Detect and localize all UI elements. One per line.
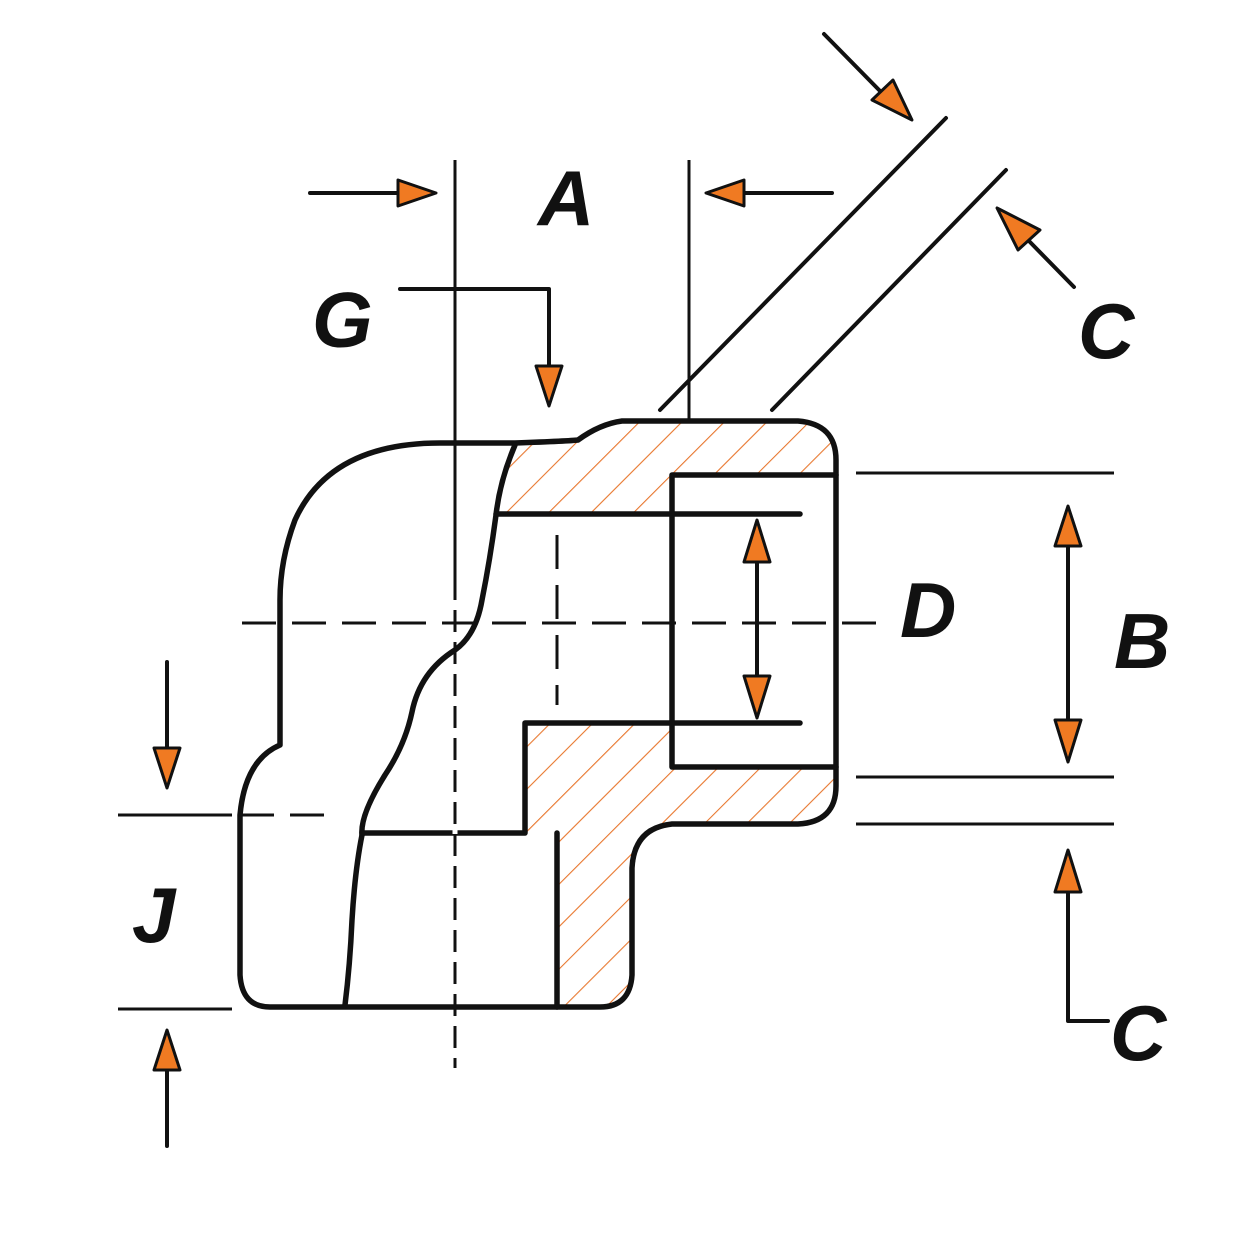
dimension-b: B xyxy=(856,471,1170,779)
right-socket xyxy=(669,472,839,770)
dimension-c-top: C xyxy=(658,32,1136,412)
centerlines xyxy=(240,160,880,1068)
dim-g-arrow-icon xyxy=(534,364,564,408)
dim-c-top-label: C xyxy=(1078,287,1136,375)
dim-a-label: A xyxy=(536,154,594,242)
dim-b-arrow-up-icon xyxy=(1053,504,1083,548)
inner-curve-lower xyxy=(342,832,365,1008)
hatched-section xyxy=(500,421,836,1007)
dim-g-label: G xyxy=(312,276,373,364)
dimension-c-bottom: C xyxy=(856,822,1168,1077)
dim-c-bottom-arrow-icon xyxy=(1053,848,1083,894)
dimension-j: J xyxy=(118,660,232,1148)
dim-j-arrow-bottom-icon xyxy=(152,1028,182,1072)
dim-a-arrow-right-icon xyxy=(704,178,746,208)
dim-j-arrow-top-icon xyxy=(152,746,182,790)
hatch-lower-wall xyxy=(525,723,672,1007)
elbow-outline xyxy=(237,418,839,1010)
dim-c-top-ext-1 xyxy=(658,116,948,412)
dim-d-arrow-up-icon xyxy=(742,518,772,564)
dim-d-label: D xyxy=(900,566,956,654)
dim-c-top-arrow-2-icon xyxy=(995,206,1042,252)
hatch-top-wall xyxy=(500,421,836,514)
dim-c-bottom-leader xyxy=(1066,884,1110,1023)
dim-c-bottom-label: C xyxy=(1110,989,1168,1077)
dim-c-top-arrow-1-icon xyxy=(870,78,914,122)
hatch-socket-lip xyxy=(672,765,836,824)
dim-d-arrow-down-icon xyxy=(742,674,772,720)
dimension-g: G xyxy=(312,276,564,408)
dim-c-top-arrow-2-shaft xyxy=(1026,238,1076,289)
dim-c-top-ext-2 xyxy=(770,168,1008,412)
dim-j-label: J xyxy=(132,871,177,959)
dim-c-top-arrow-1-shaft xyxy=(822,32,884,95)
dim-b-label: B xyxy=(1114,597,1170,685)
dim-b-arrow-down-icon xyxy=(1053,718,1083,764)
dim-g-leader xyxy=(398,287,551,370)
bore-bottom-step xyxy=(359,720,803,836)
dimension-d: D xyxy=(742,518,956,720)
dim-a-arrow-left-icon xyxy=(396,178,438,208)
dimension-a: A xyxy=(308,154,834,421)
outer-contour xyxy=(237,418,839,1010)
inner-curve-upper xyxy=(359,442,518,838)
